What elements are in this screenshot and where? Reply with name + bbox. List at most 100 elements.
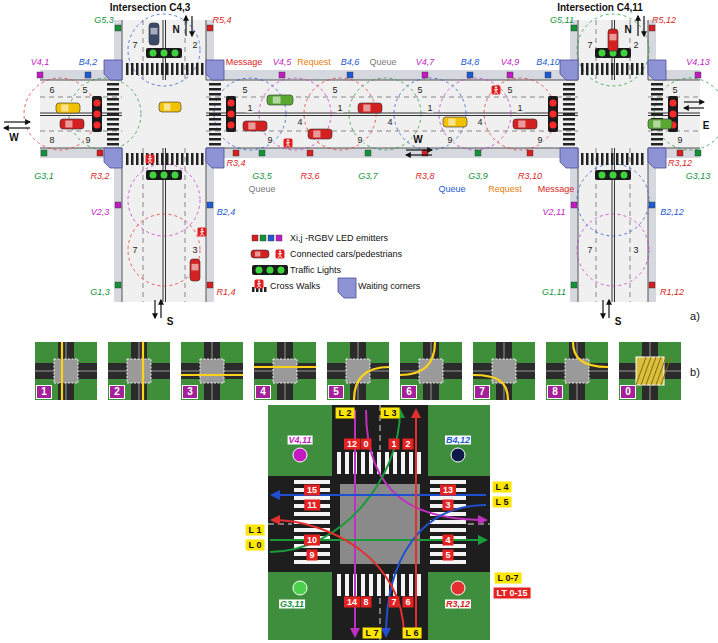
road-scene bbox=[611, 153, 614, 165]
led-label: G3,11 bbox=[279, 600, 305, 609]
connected-pedestrian bbox=[279, 250, 281, 252]
lane-tag: L 3 bbox=[381, 408, 400, 419]
number-badge: 7 bbox=[474, 385, 490, 399]
lane-number: 3 bbox=[632, 246, 639, 255]
phase-thumbnail bbox=[181, 374, 243, 376]
phase-thumbnail bbox=[641, 357, 651, 385]
road-scene bbox=[207, 25, 213, 31]
led-label: B2,12 bbox=[659, 208, 685, 217]
road-scene bbox=[651, 113, 663, 116]
road-scene bbox=[641, 63, 644, 75]
lane-number: 5 bbox=[506, 86, 513, 95]
message-tag: Request bbox=[487, 185, 523, 194]
road-scene bbox=[214, 78, 286, 150]
phase-thumbnail bbox=[473, 342, 535, 400]
road-scene bbox=[601, 153, 604, 165]
legend-icons bbox=[264, 287, 267, 292]
road-scene bbox=[563, 138, 575, 141]
tag-text: L 0 bbox=[249, 540, 262, 550]
road-scene bbox=[209, 138, 221, 141]
road-scene bbox=[631, 63, 634, 75]
lane-number: 6 bbox=[48, 86, 55, 95]
movement-arrow bbox=[386, 505, 486, 636]
road-scene bbox=[577, 14, 649, 86]
road-scene bbox=[107, 123, 119, 126]
road-scene bbox=[596, 153, 599, 165]
road-scene bbox=[279, 72, 285, 78]
lane-number: 5 bbox=[81, 86, 88, 95]
intersection-detail bbox=[409, 574, 413, 596]
connected-car bbox=[448, 119, 455, 126]
tag-text: 3 bbox=[445, 500, 450, 510]
road-scene bbox=[695, 150, 701, 156]
road-scene bbox=[94, 122, 101, 129]
led-label: R3,12 bbox=[667, 159, 693, 168]
tag-text: LT 0-15 bbox=[497, 588, 528, 598]
phase-thumbnail bbox=[354, 367, 389, 400]
connected-pedestrian bbox=[198, 228, 207, 237]
connected-car bbox=[251, 250, 269, 258]
movement-arrow bbox=[366, 410, 486, 520]
road-scene bbox=[586, 153, 589, 165]
connected-car bbox=[513, 119, 537, 129]
connected-car bbox=[164, 104, 171, 111]
lane-tag: L 0 bbox=[246, 540, 265, 551]
legend-icons bbox=[252, 287, 255, 292]
road-scene bbox=[126, 153, 129, 165]
connected-car bbox=[608, 29, 618, 51]
compass-letter: N bbox=[171, 25, 180, 35]
road-scene bbox=[563, 128, 575, 131]
road-scene bbox=[141, 153, 144, 165]
connected-car bbox=[358, 103, 382, 113]
road-scene bbox=[577, 164, 649, 236]
connected-pedestrian bbox=[146, 155, 155, 164]
lane-tag: 15 bbox=[304, 485, 320, 496]
phase-thumbnail bbox=[546, 342, 608, 400]
led-label: R3,8 bbox=[414, 172, 435, 181]
lane-number: 7 bbox=[131, 41, 138, 50]
connected-pedestrian bbox=[257, 283, 261, 285]
road-scene bbox=[631, 153, 634, 165]
led-label: V4,5 bbox=[272, 58, 293, 67]
phase-thumbnails bbox=[35, 342, 681, 400]
road-scene bbox=[578, 20, 648, 302]
tag-text: 6 bbox=[405, 597, 410, 607]
road-scene bbox=[621, 63, 624, 75]
road-scene bbox=[115, 282, 121, 288]
road-scene bbox=[196, 63, 199, 75]
road-scene bbox=[209, 93, 221, 96]
road-scene bbox=[94, 111, 101, 118]
led-label: R1,4 bbox=[215, 288, 236, 297]
road-scene bbox=[233, 150, 239, 156]
road-scene bbox=[107, 138, 119, 141]
road-scene bbox=[209, 123, 221, 126]
road-scene bbox=[146, 63, 149, 75]
road-scene bbox=[128, 214, 200, 286]
road-scene bbox=[581, 153, 584, 165]
lane-number: 1 bbox=[516, 104, 523, 113]
road-scene bbox=[107, 108, 119, 111]
road-scene bbox=[107, 118, 119, 121]
road-scene bbox=[651, 83, 663, 86]
tag-text: L 5 bbox=[496, 497, 509, 507]
road-scene bbox=[107, 143, 119, 146]
intersection-detail bbox=[369, 574, 373, 596]
phase-thumbnail bbox=[473, 342, 535, 400]
legend-icons bbox=[256, 267, 263, 274]
road-scene bbox=[40, 97, 122, 98]
road-scene bbox=[228, 122, 235, 129]
road-scene bbox=[201, 153, 204, 165]
road-scene bbox=[651, 88, 663, 91]
lane-tag: 6 bbox=[402, 597, 413, 608]
intersection-detail bbox=[345, 452, 349, 474]
led-emitter bbox=[293, 581, 307, 595]
road-scene bbox=[37, 72, 43, 78]
tag-text: L 4 bbox=[496, 482, 509, 492]
road-scene bbox=[648, 148, 666, 168]
connected-car bbox=[149, 23, 159, 45]
road-scene bbox=[150, 50, 157, 57]
phase-thumbnail bbox=[651, 357, 661, 385]
tag-text: 0 bbox=[625, 386, 631, 397]
road-scene bbox=[636, 63, 639, 75]
phase-thumbnail bbox=[273, 359, 297, 383]
